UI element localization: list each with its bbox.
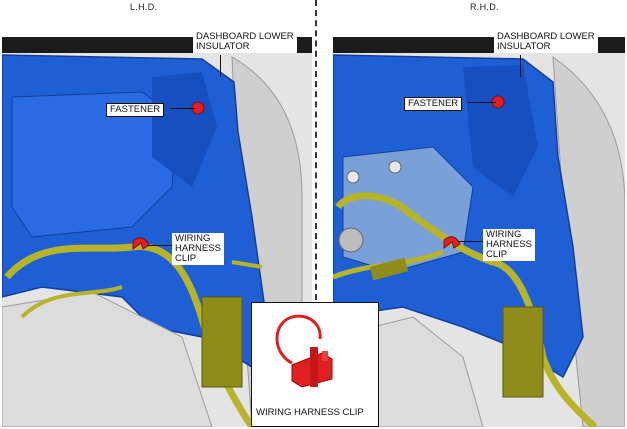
rhd-clip-leader [458,241,483,242]
clip-detail-drawing [275,314,333,388]
lhd-header: L.H.D. [130,2,158,12]
lhd-insulator-leader [220,55,221,77]
rhd-fastener-leader [468,102,496,103]
rhd-fastener-callout: FASTENER [404,97,463,111]
lhd-clip-marker [132,237,150,250]
lhd-clip-leader [147,245,172,246]
lhd-clip-callout: WIRING HARNESS CLIP [172,233,224,265]
center-divider [315,0,317,300]
rhd-insulator-leader [520,55,521,77]
lhd-illustration [2,37,312,427]
lhd-fastener-leader [170,108,195,109]
rhd-wiring-harness [335,192,598,427]
inset-caption: WIRING HARNESS CLIP [256,407,364,418]
lhd-insulator-callout: DASHBOARD LOWER INSULATOR [193,31,297,53]
rhd-clip-marker [443,236,461,249]
rhd-clip-callout: WIRING HARNESS CLIP [483,229,535,261]
wiring-harness-clip-inset: WIRING HARNESS CLIP [251,302,379,427]
rhd-header: R.H.D. [470,2,499,12]
rhd-insulator-callout: DASHBOARD LOWER INSULATOR [494,31,598,53]
lhd-fastener-callout: FASTENER [106,103,165,117]
